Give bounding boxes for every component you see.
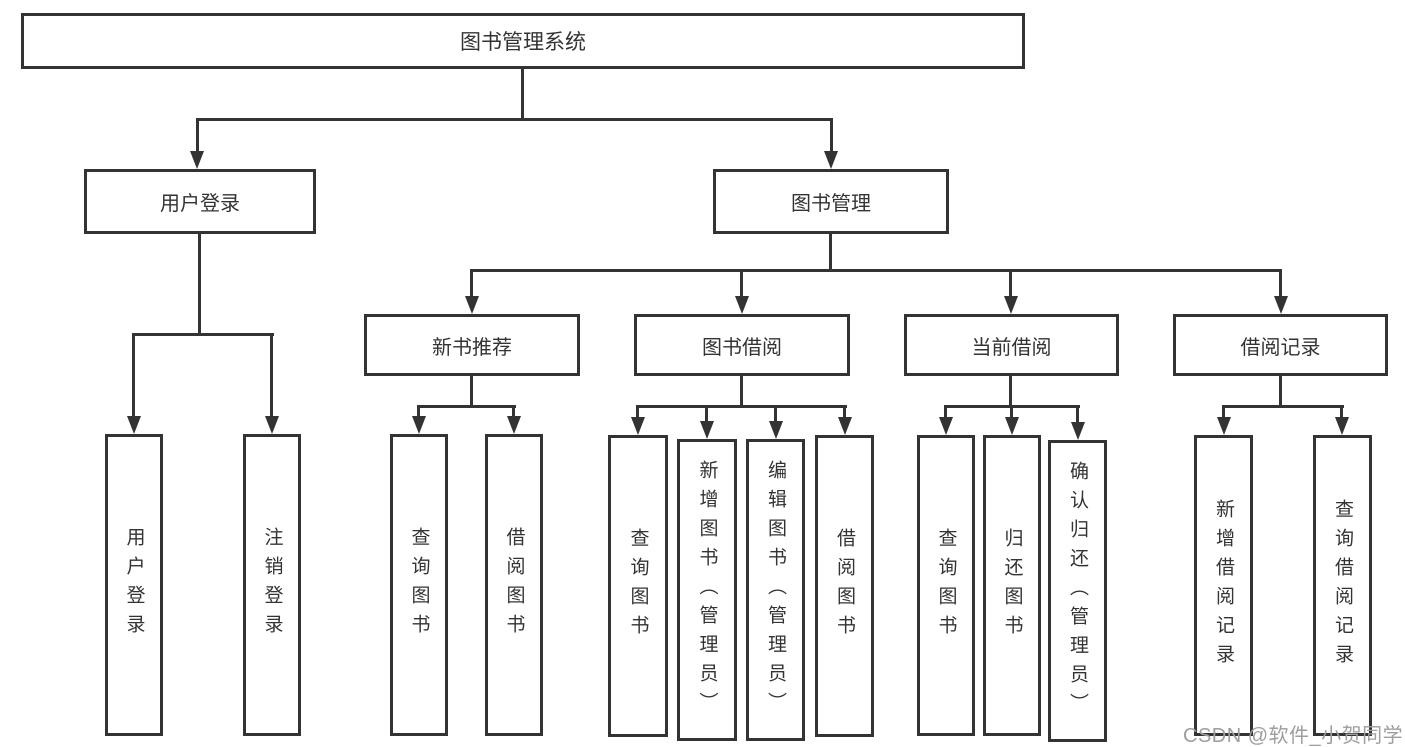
leaf-query-borrow-record: 查询借阅记录 <box>1313 435 1372 736</box>
leaf-add-borrow-record: 新增借阅记录 <box>1194 435 1253 736</box>
connector-leaf-stem <box>1076 406 1079 424</box>
arrowhead-icon <box>127 416 141 434</box>
node-library-management-system: 图书管理系统 <box>21 13 1025 69</box>
leaf-add-books-admin: 新增图书（管理员） <box>677 439 737 741</box>
leaf-user-login: 用户登录 <box>105 434 163 736</box>
connector-recommend-split <box>417 405 516 408</box>
arrowhead-icon <box>190 151 204 169</box>
arrowhead-icon <box>412 416 426 434</box>
connector-leaf-stem <box>1222 406 1225 419</box>
node-book-management: 图书管理 <box>713 169 949 234</box>
arrowhead-icon <box>1217 417 1231 435</box>
connector-book-management-trunk <box>829 234 832 271</box>
connector-recommend-trunk <box>470 376 473 407</box>
connector-to-borrowing-records <box>1279 270 1282 297</box>
node-book-borrowing: 图书借阅 <box>634 314 850 376</box>
leaf-confirm-return-admin: 确认归还（管理员） <box>1048 440 1107 742</box>
connector-borrowing-trunk <box>740 376 743 407</box>
arrowhead-icon <box>939 417 953 435</box>
connector-leaf-stem <box>843 406 846 419</box>
connector-records-trunk <box>1279 376 1282 407</box>
connector-root-trunk <box>521 69 524 120</box>
connector-borrowing-split <box>636 405 847 408</box>
arrowhead-icon <box>1005 417 1019 435</box>
leaf-logout-login: 注销登录 <box>243 434 301 736</box>
connector-user-login-split <box>132 333 274 336</box>
arrowhead-icon <box>838 417 852 435</box>
connector-to-book-borrowing <box>740 270 743 297</box>
connector-to-new-book-recommend <box>470 270 473 297</box>
arrowhead-icon <box>1071 422 1085 440</box>
connector-leaf-stem <box>636 406 639 419</box>
leaf-edit-books-admin: 编辑图书（管理员） <box>746 439 805 741</box>
arrowhead-icon <box>735 296 749 314</box>
arrowhead-icon <box>769 421 783 439</box>
arrowhead-icon <box>824 151 838 169</box>
arrowhead-icon <box>1335 417 1349 435</box>
arrowhead-icon <box>507 416 521 434</box>
connector-to-current-borrowing <box>1009 270 1012 297</box>
connector-current-trunk <box>1009 376 1012 407</box>
arrowhead-icon <box>1004 296 1018 314</box>
node-user-login: 用户登录 <box>84 169 316 234</box>
arrowhead-icon <box>465 296 479 314</box>
leaf-query-books-borrowing: 查询图书 <box>608 435 668 737</box>
connector-records-split <box>1222 405 1344 408</box>
leaf-query-books-current: 查询图书 <box>917 435 975 736</box>
connector-leaf-stem <box>417 406 420 418</box>
arrowhead-icon <box>1274 296 1288 314</box>
connector-to-leaf-logout <box>270 334 273 417</box>
connector-leaf-stem <box>944 406 947 419</box>
connector-to-book-management <box>830 118 833 153</box>
connector-root-split <box>196 118 833 121</box>
arrowhead-icon <box>700 421 714 439</box>
connector-book-management-split <box>470 269 1282 272</box>
leaf-borrow-books-borrowing: 借阅图书 <box>815 435 874 737</box>
connector-leaf-stem <box>774 406 777 423</box>
leaf-borrow-books-recommend: 借阅图书 <box>485 434 543 736</box>
arrowhead-icon <box>265 416 279 434</box>
node-new-book-recommend: 新书推荐 <box>364 314 580 376</box>
connector-to-leaf-user-login <box>132 334 135 417</box>
connector-user-login-trunk <box>198 234 201 335</box>
node-borrowing-records: 借阅记录 <box>1173 314 1388 376</box>
connector-leaf-stem <box>512 406 515 418</box>
connector-to-user-login <box>196 118 199 153</box>
connector-leaf-stem <box>1010 406 1013 419</box>
connector-leaf-stem <box>705 406 708 423</box>
leaf-return-books: 归还图书 <box>983 435 1041 736</box>
arrowhead-icon <box>631 417 645 435</box>
connector-leaf-stem <box>1340 406 1343 419</box>
watermark: CSDN @软件_小贺同学 <box>1183 725 1404 747</box>
leaf-query-books-recommend: 查询图书 <box>390 434 448 736</box>
node-current-borrowing: 当前借阅 <box>904 314 1119 376</box>
